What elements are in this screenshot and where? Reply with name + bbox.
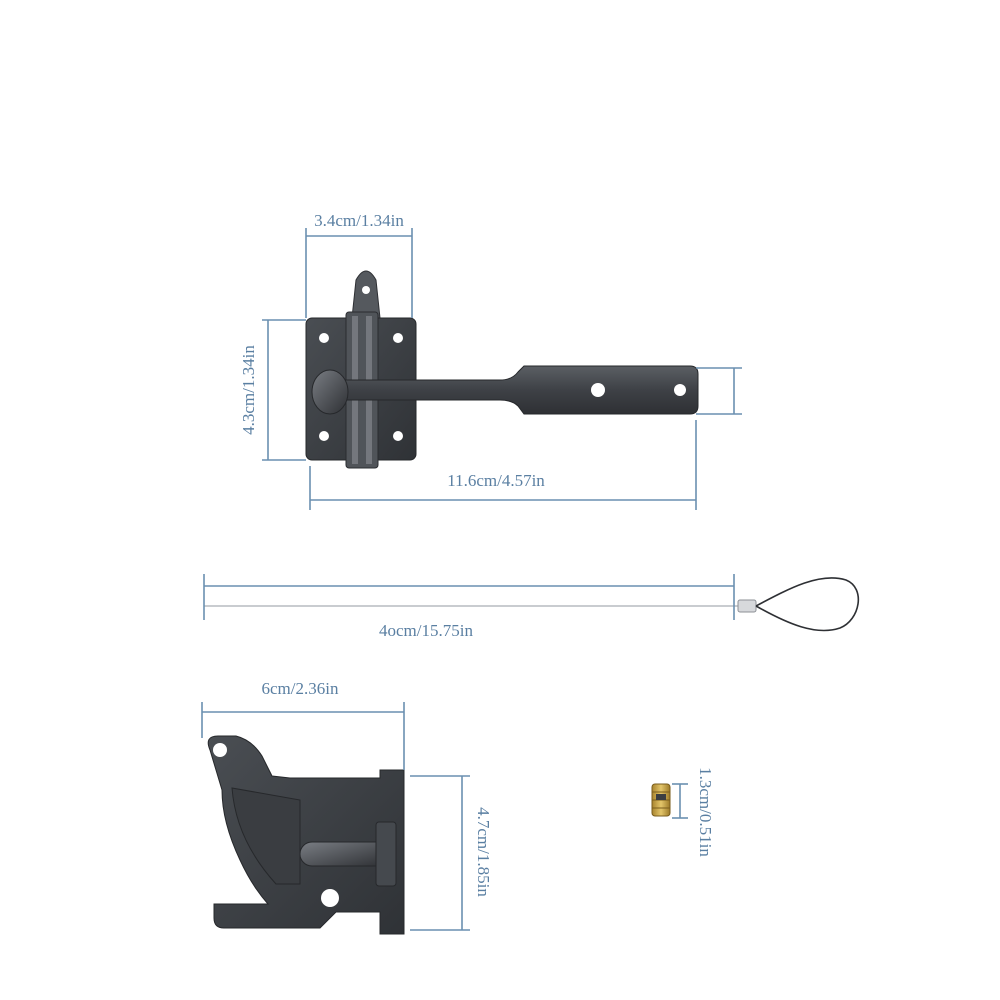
latch-lift-tab [351, 270, 381, 319]
latch-width-label: 3.4cm/1.34in [314, 211, 404, 230]
catch-bracket [375, 821, 397, 887]
catch-curved-guard [231, 787, 301, 885]
plate-screw-hole [393, 431, 403, 441]
plate-screw-hole [393, 333, 403, 343]
latch-dimension-lines [262, 228, 742, 510]
screw-length-label: 1.3cm/0.51in [696, 767, 715, 857]
bar-screw-hole [674, 384, 686, 396]
latch-height-label: 4.3cm/1.34in [239, 345, 258, 435]
cord-loop [755, 577, 860, 632]
catch-screw-hole [321, 889, 339, 907]
latch-bar [329, 365, 699, 415]
pull-cord [204, 577, 860, 632]
catch-height-label: 4.7cm/1.85in [474, 807, 493, 897]
latch-knob [311, 369, 349, 415]
cord-ferrule [737, 599, 757, 613]
pull-cord-dimension-lines [203, 574, 735, 620]
set-screw [651, 783, 671, 817]
catch-bolt [299, 841, 389, 867]
catch-mount-hole [213, 743, 227, 757]
gate-catch [207, 735, 405, 935]
catch-dimension-lines [201, 702, 470, 931]
latch-length-label: 11.6cm/4.57in [447, 471, 545, 490]
plate-screw-hole [319, 431, 329, 441]
catch-width-label: 6cm/2.36in [262, 679, 339, 698]
screw-dimension-lines [672, 783, 688, 819]
pull-cord-length-label: 4ocm/15.75in [379, 621, 473, 640]
lift-tab-hole [362, 286, 370, 294]
plate-screw-hole [319, 333, 329, 343]
gate-latch [305, 270, 699, 469]
bar-screw-hole [591, 383, 605, 397]
catch-body [207, 735, 405, 935]
